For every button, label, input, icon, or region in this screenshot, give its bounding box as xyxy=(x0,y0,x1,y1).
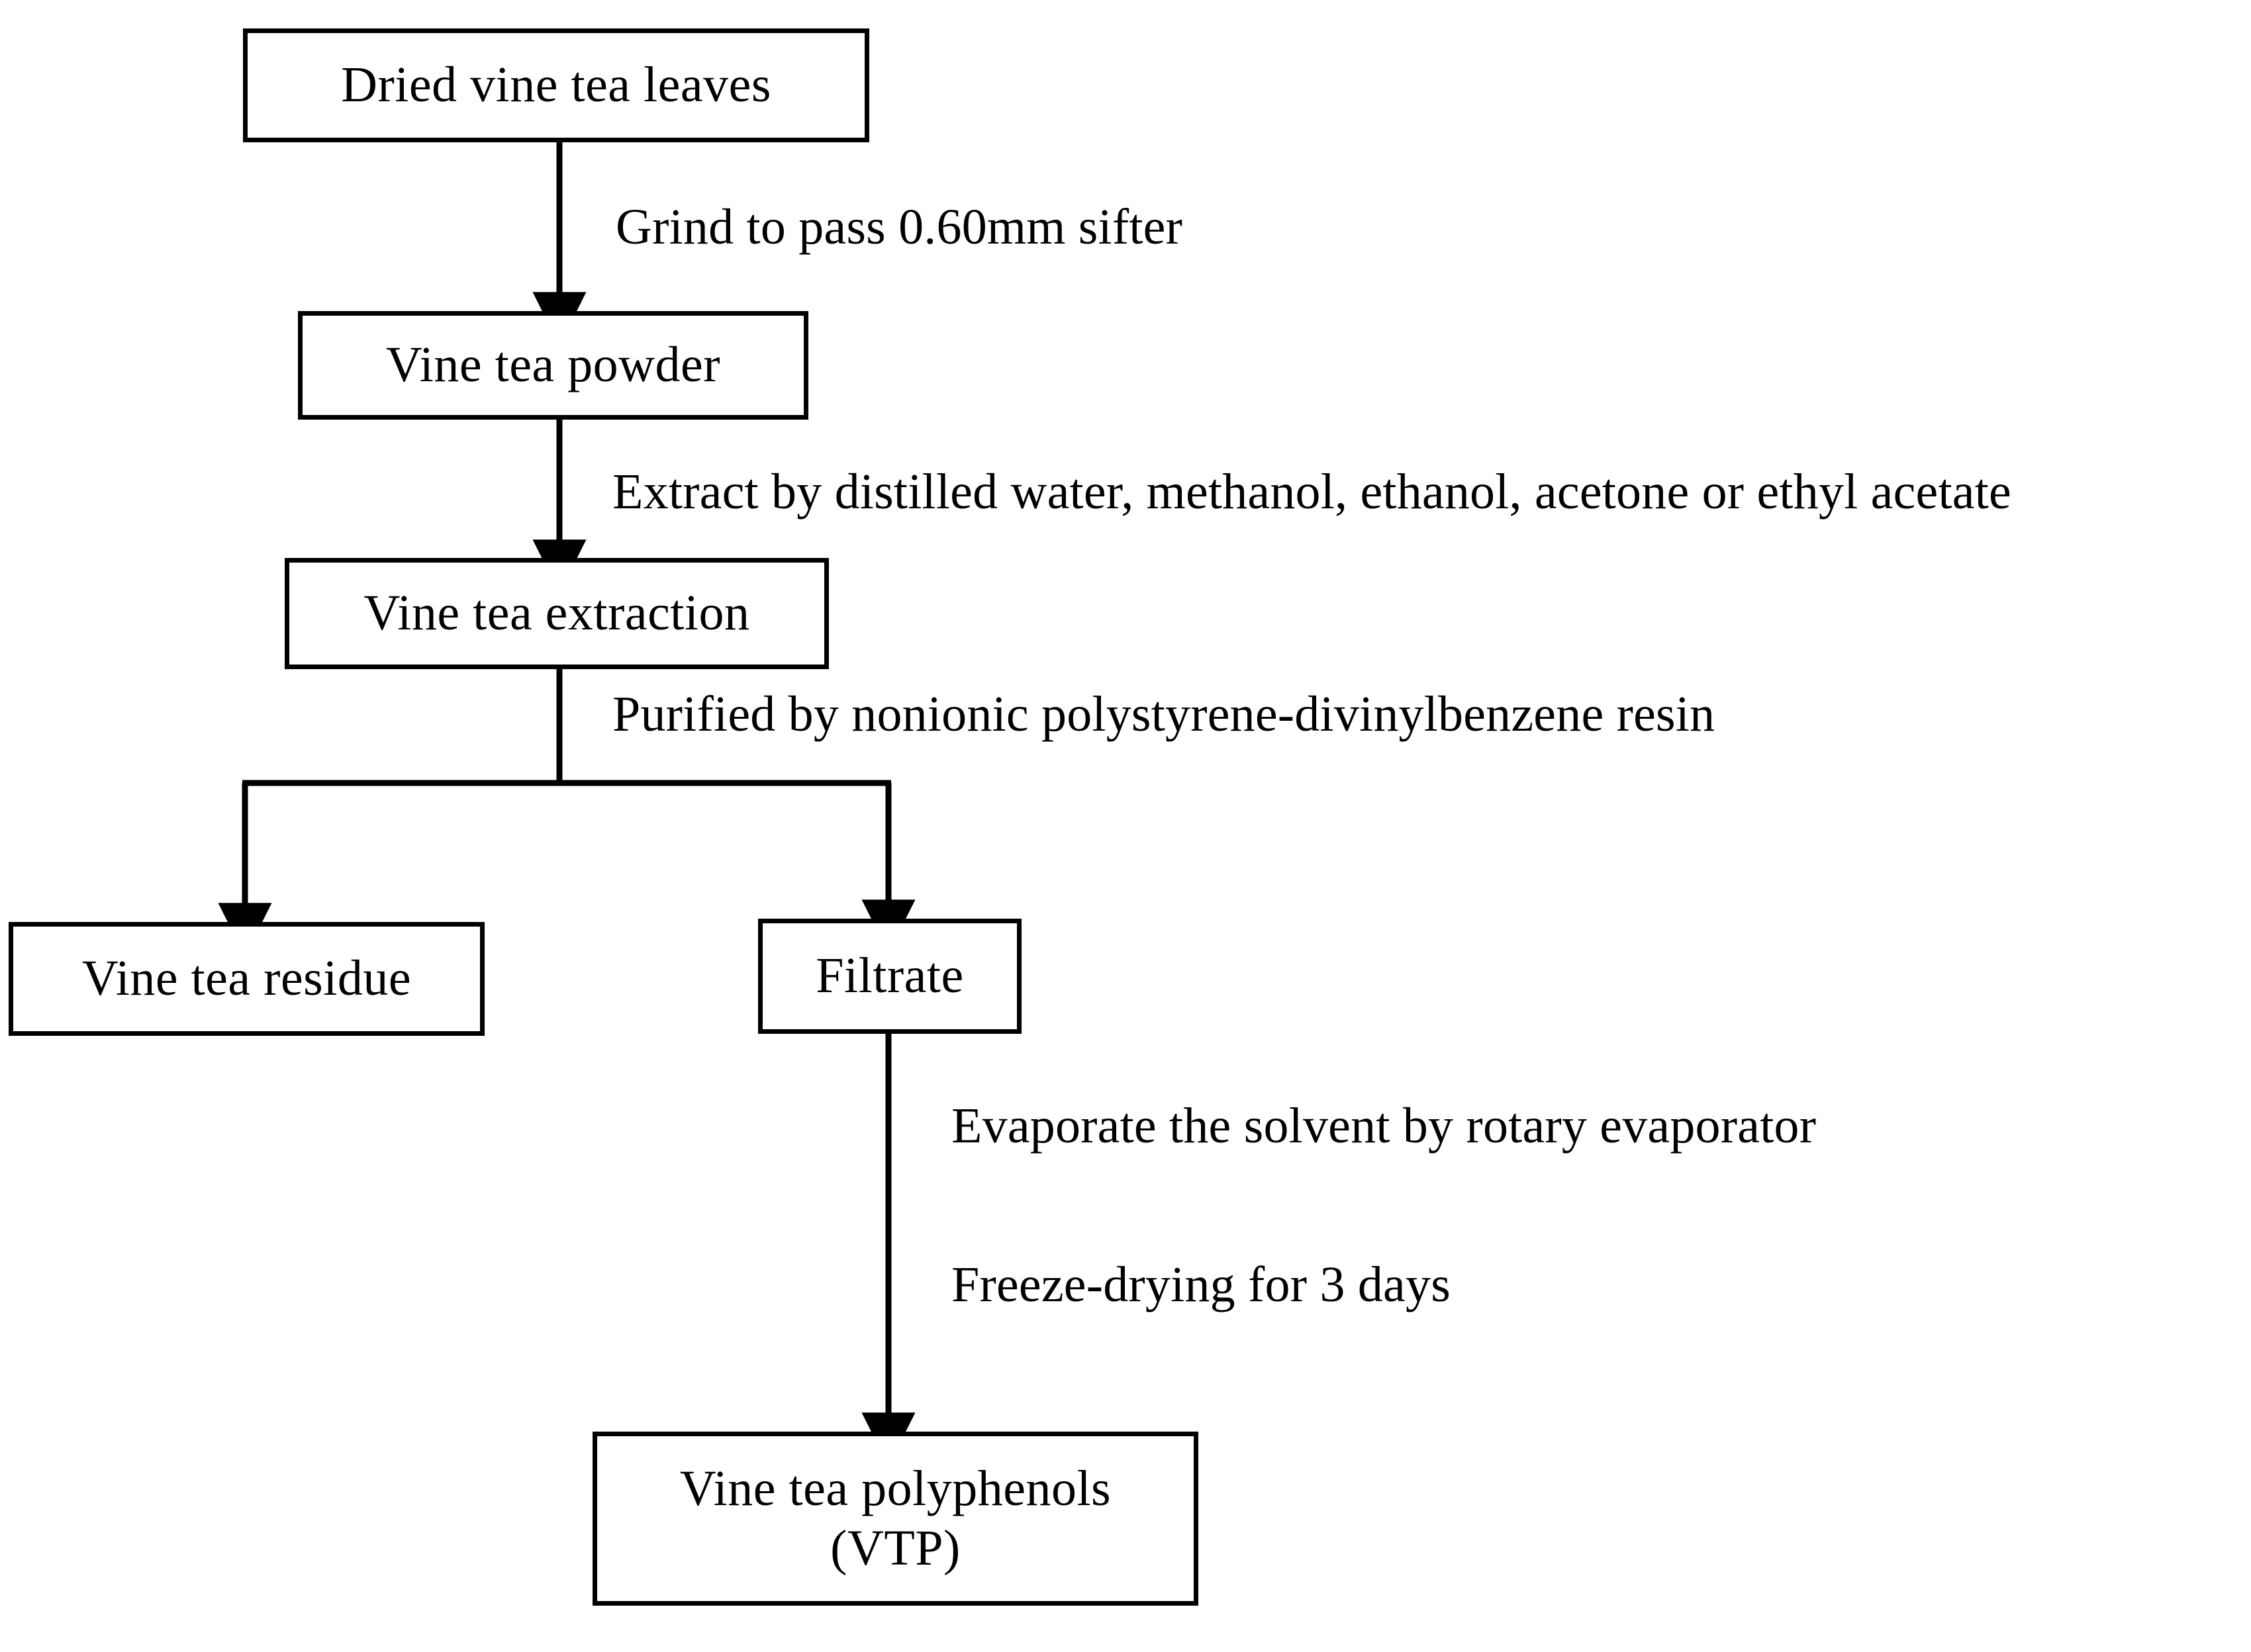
node-label: Vine tea extraction xyxy=(363,585,750,641)
edge-label-grind: Grind to pass 0.60mm sifter xyxy=(616,199,1183,255)
node-label: Vine tea residue xyxy=(81,950,412,1007)
node-vine-tea-polyphenols: Vine tea polyphenols (VTP) xyxy=(593,1432,1198,1606)
edge-label-freeze: Freeze-drying for 3 days xyxy=(951,1257,1451,1312)
node-filtrate: Filtrate xyxy=(758,919,1022,1034)
node-label: Dried vine tea leaves xyxy=(341,57,771,113)
node-label: Filtrate xyxy=(816,948,964,1004)
node-vine-tea-residue: Vine tea residue xyxy=(9,922,485,1036)
node-vine-tea-extraction: Vine tea extraction xyxy=(285,558,829,669)
edge-label-evaporate: Evaporate the solvent by rotary evaporat… xyxy=(951,1098,1817,1154)
node-label: Vine tea powder xyxy=(385,337,721,393)
node-label: Vine tea polyphenols (VTP) xyxy=(679,1460,1112,1576)
node-dried-vine-tea-leaves: Dried vine tea leaves xyxy=(243,28,869,142)
edge-label-purified: Purified by nonionic polystyrene-divinyl… xyxy=(612,686,1715,742)
edge-label-extract: Extract by distilled water, methanol, et… xyxy=(612,464,2011,520)
node-vine-tea-powder: Vine tea powder xyxy=(298,311,808,420)
